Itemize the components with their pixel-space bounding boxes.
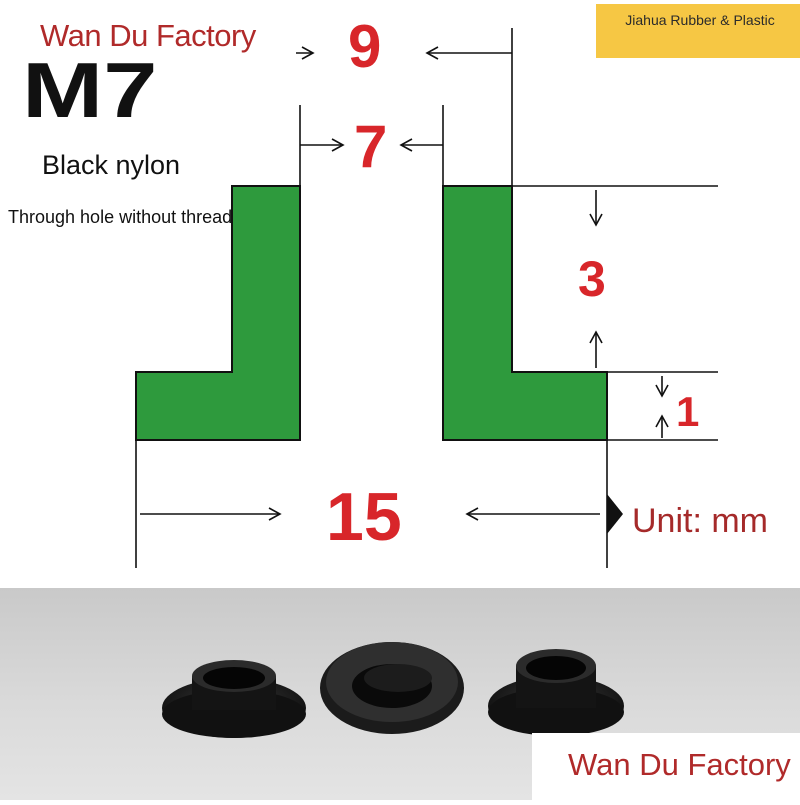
right-profile-section	[442, 185, 608, 441]
model-title: M7	[22, 50, 158, 122]
grommet-photo-illustration	[162, 642, 624, 738]
hole-type-label: Through hole without thread	[8, 207, 233, 227]
dimension-inner: 7	[354, 113, 388, 180]
watermark-bottom: Wan Du Factory	[568, 747, 791, 782]
grommet-left	[162, 660, 306, 738]
dimension-outer-top: 9	[348, 13, 382, 80]
watermark-bottom-box	[532, 733, 800, 800]
dimension-height: 3	[578, 251, 606, 307]
dimension-flange-diameter: 15	[326, 479, 402, 555]
unit-label: Unit: mm	[632, 502, 768, 540]
brand-badge-text: Jiahua Rubber & Plastic	[625, 12, 775, 28]
material-label: Black nylon	[42, 150, 181, 180]
brand-badge	[596, 4, 800, 58]
grommet-right	[488, 649, 624, 736]
watermark-top: Wan Du Factory	[40, 18, 256, 53]
cross-section-drawing	[135, 28, 718, 568]
grommet-middle	[320, 642, 464, 734]
dimension-flange-thickness: 1	[676, 388, 700, 435]
solid-arrowhead-icon	[607, 494, 623, 534]
